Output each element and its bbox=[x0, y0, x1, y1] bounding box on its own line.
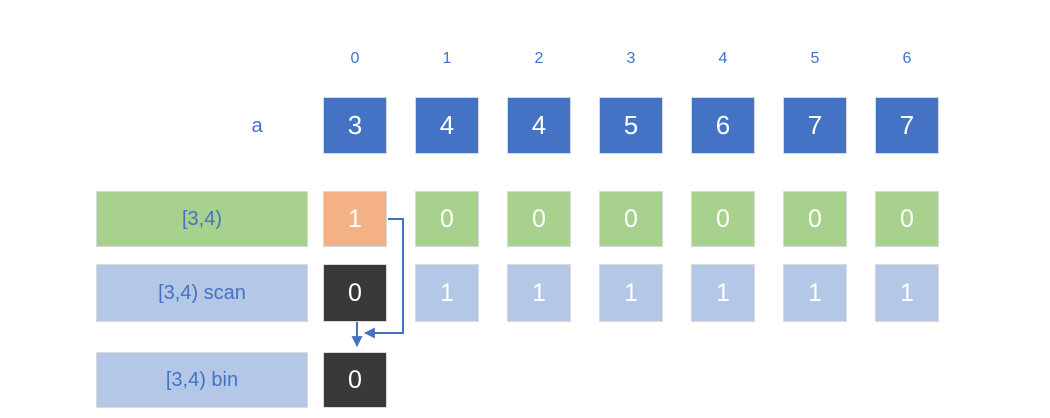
bin-row-label-box: [3,4) bin bbox=[96, 352, 308, 408]
scan-row: 0 1 1 1 1 1 1 bbox=[323, 264, 939, 322]
array-a-cell: 3 bbox=[323, 97, 387, 154]
scan-cell: 1 bbox=[783, 264, 847, 322]
array-a-cell: 4 bbox=[507, 97, 571, 154]
scan-cell: 1 bbox=[875, 264, 939, 322]
column-index-row: 0 1 2 3 4 5 6 bbox=[323, 50, 939, 68]
array-a-cell: 6 bbox=[691, 97, 755, 154]
column-index-label: 5 bbox=[810, 50, 820, 67]
array-a-row: 3 4 4 5 6 7 7 bbox=[323, 97, 939, 154]
scan-cell: 1 bbox=[599, 264, 663, 322]
array-a-cell: 5 bbox=[599, 97, 663, 154]
column-index-label: 1 bbox=[442, 50, 452, 67]
scan-cell: 1 bbox=[691, 264, 755, 322]
column-index-label: 6 bbox=[902, 50, 912, 67]
interval-row-label-box: [3,4) bbox=[96, 191, 308, 247]
bin-cell: 0 bbox=[323, 352, 387, 408]
interval-cell: 0 bbox=[875, 191, 939, 247]
array-a-cell: 7 bbox=[783, 97, 847, 154]
scan-cell: 1 bbox=[507, 264, 571, 322]
column-index-label: 4 bbox=[718, 50, 728, 67]
interval-cell-highlighted: 1 bbox=[323, 191, 387, 247]
scan-row-label: [3,4) scan bbox=[158, 281, 246, 304]
interval-row-label: [3,4) bbox=[181, 207, 223, 230]
array-a-label: a bbox=[251, 114, 263, 137]
interval-predicate-row: 1 0 0 0 0 0 0 bbox=[323, 191, 939, 247]
column-index-label: 2 bbox=[534, 50, 544, 67]
interval-cell: 0 bbox=[599, 191, 663, 247]
array-a-cell: 4 bbox=[415, 97, 479, 154]
interval-cell: 0 bbox=[507, 191, 571, 247]
interval-cell: 0 bbox=[415, 191, 479, 247]
array-a-cell: 7 bbox=[875, 97, 939, 154]
scan-cell: 1 bbox=[415, 264, 479, 322]
bin-row: 0 bbox=[323, 352, 387, 408]
column-index-label: 3 bbox=[626, 50, 636, 67]
column-index-label: 0 bbox=[350, 50, 360, 67]
interval-cell: 0 bbox=[783, 191, 847, 247]
interval-cell: 0 bbox=[691, 191, 755, 247]
bin-row-label: [3,4) bin bbox=[165, 368, 239, 391]
scan-row-label-box: [3,4) scan bbox=[96, 264, 308, 322]
scan-cell-highlighted: 0 bbox=[323, 264, 387, 322]
